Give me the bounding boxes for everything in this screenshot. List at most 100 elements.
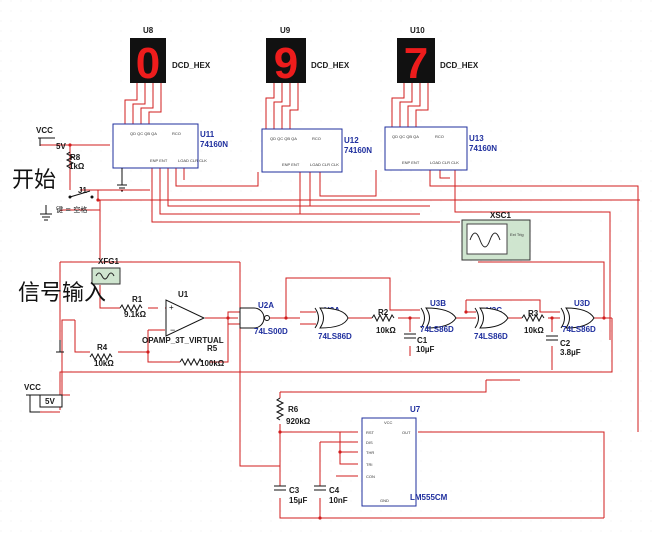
gate-ref: U2A: [258, 301, 274, 310]
resistor-ref: R6: [288, 405, 299, 414]
capacitor-value: 10µF: [416, 345, 435, 354]
oscilloscope-xsc1: XSC1 Ext Trig: [461, 211, 531, 261]
display-digit: 7: [404, 39, 428, 88]
capacitor-c4: C4 10nF: [314, 485, 348, 505]
svg-text:RCO: RCO: [435, 134, 444, 139]
display-digit: 9: [274, 39, 298, 88]
svg-text:+: +: [169, 303, 174, 312]
resistor-r3: R3 10kΩ: [521, 309, 545, 335]
counter-ref: U13: [469, 134, 484, 143]
display-type: DCD_HEX: [440, 61, 479, 70]
function-generator-xfg1: XFG1: [91, 257, 121, 285]
gate-part: 74LS86D: [420, 325, 454, 334]
vcc-name: VCC: [36, 126, 53, 135]
capacitor-value: 3.8µF: [560, 348, 581, 357]
ground-icon: [117, 168, 127, 192]
resistor-ref: R5: [207, 344, 218, 353]
svg-text:LOAD CLR CLK: LOAD CLR CLK: [310, 162, 339, 167]
display-ref: U9: [280, 26, 291, 35]
svg-text:RST: RST: [366, 430, 375, 435]
svg-text:Ext Trig: Ext Trig: [510, 232, 524, 237]
svg-text:−: −: [170, 325, 175, 335]
svg-text:ENP ENT: ENP ENT: [150, 158, 168, 163]
resistor-value: 920kΩ: [286, 417, 311, 426]
svg-text:DIS: DIS: [366, 440, 373, 445]
opamp-ref: U1: [178, 290, 189, 299]
resistor-r5: R5 100kΩ: [179, 344, 225, 368]
display-ref: U8: [143, 26, 154, 35]
gate-part: 74LS86D: [318, 332, 352, 341]
svg-text:OUT: OUT: [402, 430, 411, 435]
capacitor-ref: C4: [329, 486, 340, 495]
ground-icon: [40, 205, 52, 221]
capacitor-ref: C3: [289, 486, 300, 495]
counter-ref: U11: [200, 130, 215, 139]
resistor-r8: R8 1kΩ: [65, 151, 85, 171]
switch-key: 键 = 空格: [56, 205, 87, 214]
svg-text:LOAD CLR CLK: LOAD CLR CLK: [430, 160, 459, 165]
resistor-value: 100kΩ: [200, 359, 225, 368]
switch-ref: J1: [78, 186, 87, 195]
svg-text:QD QC QB QA: QD QC QB QA: [270, 136, 297, 141]
gate-part: 74LS86D: [562, 325, 596, 334]
vcc-name: VCC: [24, 383, 41, 392]
counter-u13: QD QC QB QA RCO ENP ENT LOAD CLR CLK U13…: [384, 126, 497, 171]
display-u9: U9 9 DCD_HEX: [266, 26, 350, 88]
resistor-r6: R6 920kΩ: [275, 397, 311, 426]
svg-text:LOAD CLR CLK: LOAD CLR CLK: [178, 158, 207, 163]
resistor-value: 10kΩ: [524, 326, 544, 335]
gate-ref: U3D: [574, 299, 590, 308]
resistor-ref: R2: [378, 308, 389, 317]
capacitor-c1: C1 10µF: [404, 333, 435, 354]
signal-input-label: 信号输入: [18, 281, 106, 306]
scope-ref: XSC1: [490, 211, 511, 220]
capacitor-value: 10nF: [329, 496, 348, 505]
start-label: 开始: [12, 168, 56, 193]
svg-text:RCO: RCO: [172, 131, 181, 136]
resistor-value: 10kΩ: [376, 326, 396, 335]
capacitor-value: 15µF: [289, 496, 308, 505]
display-ref: U10: [410, 26, 425, 35]
opamp-u1: U1 + − OPAMP_3T_VIRTUAL: [142, 290, 224, 345]
svg-text:RCO: RCO: [312, 136, 321, 141]
gate-u3a: U3A 74LS86D: [314, 306, 352, 341]
svg-text:GND: GND: [380, 498, 389, 503]
capacitor-ref: C1: [417, 336, 428, 345]
gate-u3d: U3D 74LS86D: [560, 299, 596, 334]
gate-ref: U3B: [430, 299, 446, 308]
resistor-ref: R1: [132, 295, 143, 304]
svg-text:VCC: VCC: [384, 420, 393, 425]
gate-u2a: U2A 74LS00D: [239, 301, 288, 336]
vcc-left: VCC 5V: [24, 383, 63, 413]
svg-text:ENP ENT: ENP ENT: [402, 160, 420, 165]
resistor-ref: R3: [528, 309, 539, 318]
counter-part: 74160N: [469, 144, 497, 153]
display-type: DCD_HEX: [172, 61, 211, 70]
gate-u3c: U3C 74LS86D: [474, 306, 509, 341]
vcc-top: VCC 5V: [36, 126, 66, 151]
svg-text:QD QC QB QA: QD QC QB QA: [130, 131, 157, 136]
capacitor-c3: C3 15µF: [274, 485, 308, 505]
vcc-value: 5V: [45, 397, 55, 406]
counter-part: 74160N: [344, 146, 372, 155]
timer-ref: U7: [410, 405, 421, 414]
timer-u7: U7 VCC RST OUT DIS THR TRI CON GND LM555…: [361, 405, 448, 507]
svg-text:CON: CON: [366, 474, 375, 479]
gate-part: 74LS86D: [474, 332, 508, 341]
display-u10: U10 7 DCD_HEX: [397, 26, 479, 88]
display-type: DCD_HEX: [311, 61, 350, 70]
capacitor-c2: C2 3.8µF: [546, 335, 581, 357]
resistor-ref: R4: [97, 343, 108, 352]
counter-u12: QD QC QB QA RCO ENP ENT LOAD CLR CLK U12…: [261, 128, 372, 173]
resistor-r2: R2 10kΩ: [371, 308, 396, 335]
resistor-value: 9.1kΩ: [124, 310, 147, 319]
generator-ref: XFG1: [98, 257, 119, 266]
switch-j1: J1 键 = 空格: [40, 186, 94, 221]
gate-part: 74LS00D: [254, 327, 288, 336]
resistor-ref: R8: [70, 153, 81, 162]
resistor-value: 1kΩ: [69, 162, 85, 171]
svg-text:ENP ENT: ENP ENT: [282, 162, 300, 167]
display-digit: 0: [136, 39, 160, 88]
display-u8: U8 0 DCD_HEX: [130, 26, 211, 88]
